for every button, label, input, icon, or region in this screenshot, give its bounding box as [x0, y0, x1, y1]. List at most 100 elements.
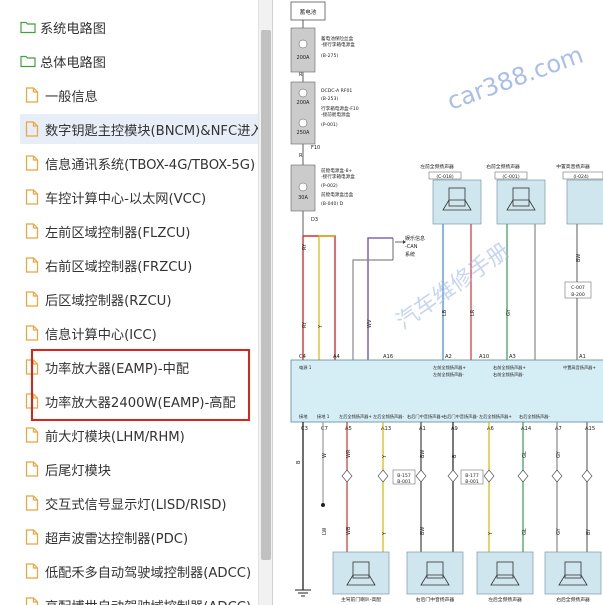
pin-label: A9: [451, 426, 458, 432]
fuse3-line1: 前舱电源盒-8+: [321, 167, 353, 174]
fuse3-line3: (P-002): [321, 183, 338, 189]
fuse-box-1: [290, 27, 316, 73]
sidebar-item[interactable]: 系统电路图: [20, 12, 106, 42]
fuse3-line4: 前舱电源盒出盒: [321, 191, 354, 198]
pin-label: A13: [381, 426, 391, 432]
pin-label: A5: [345, 426, 352, 432]
sidebar-item[interactable]: 一般信息: [25, 80, 98, 110]
connector-mid-3: B-177: [465, 473, 479, 479]
sidebar-item[interactable]: 高配博世自动驾驶域控制器(ADCC): [25, 590, 251, 605]
wire-color-label: Y: [382, 454, 388, 459]
sidebar-item[interactable]: 信息通讯系统(TBOX-4G/TBOX-5G): [25, 148, 255, 178]
sidebar-item-label: 交互式信号显示灯(LISD/RISD): [45, 497, 227, 513]
sidebar-item[interactable]: 右前区域控制器(FRZCU): [25, 250, 192, 280]
connector-mid-4: B-001: [465, 479, 479, 485]
sidebar-item[interactable]: 交互式信号显示灯(LISD/RISD): [25, 488, 227, 518]
sidebar-item-label: 左前区域控制器(FLZCU): [45, 225, 191, 241]
wire-color-label: B: [452, 454, 458, 458]
speaker-title: 右后门中音扬声器: [416, 596, 455, 603]
module-pin-text: 右后门中音扬声器+: [407, 413, 445, 420]
pin-label: A14: [521, 426, 532, 432]
module-pin-text: 接地 1: [317, 413, 330, 420]
pin-label: A15: [585, 426, 595, 432]
fuse3-line2: -接行李箱电源盒: [321, 173, 355, 180]
pin-label: A16: [383, 354, 393, 360]
speaker-right-front: 右前全频扬声器 (C-001): [486, 163, 546, 360]
sidebar-item-label: 功率放大器2400W(EAMP)-高配: [45, 395, 236, 411]
scrollbar-thumb[interactable]: [261, 30, 271, 560]
sidebar-item[interactable]: 总体电路图: [20, 46, 106, 76]
sidebar-item[interactable]: 低配禾多自动驾驶域控制器(ADCC): [25, 556, 251, 586]
sidebar-item[interactable]: 左前区域控制器(FLZCU): [25, 216, 190, 246]
watermark-text: car388.com: [443, 41, 586, 116]
pin-label: A2: [445, 354, 452, 360]
navigation-tree: 系统电路图总体电路图一般信息数字钥匙主控模块(BNCM)&NFC进入信息通讯系统…: [0, 0, 258, 605]
connector-box: [460, 469, 484, 485]
wire-color-label: BW: [420, 527, 426, 535]
sidebar-item-label: 车控计算中心-以太网(VCC): [45, 191, 207, 207]
wire-color-label: B: [296, 460, 302, 464]
speaker-title: 中置高音扬声器: [556, 163, 590, 170]
module-pin-text: 右前全频扬声器-: [493, 371, 524, 378]
wire-color-label: Y: [318, 324, 324, 329]
module-pin-text: 左后全频扬声器+: [339, 413, 372, 420]
sidebar-item[interactable]: 车控计算中心-以太网(VCC): [25, 182, 206, 212]
file-icon: [25, 393, 45, 409]
battery-label: 蓄电池: [300, 8, 317, 16]
sidebar-item[interactable]: 功率放大器(EAMP)-中配: [25, 352, 189, 382]
file-icon: [25, 223, 45, 239]
sidebar-item-label: 信息通讯系统(TBOX-4G/TBOX-5G): [45, 157, 256, 173]
file-icon: [25, 597, 45, 605]
wire-r-label: R: [299, 72, 303, 78]
module-pin-text: 左后全频扬声器-: [373, 413, 404, 420]
wire-color-label: BW: [420, 450, 426, 458]
sidebar-item[interactable]: 后区域控制器(RZCU): [25, 284, 171, 314]
speaker-bottom-2: 右后门中音扬声器: [406, 551, 464, 603]
pin-label: A3: [509, 354, 516, 360]
sidebar-item[interactable]: 前大灯模块(LHM/RHM): [25, 420, 185, 450]
sidebar-item[interactable]: 后尾灯模块: [25, 454, 111, 484]
speaker-title: 右后全频扬声器: [556, 596, 590, 603]
wire-color-label: WV: [367, 319, 373, 328]
file-icon: [25, 325, 45, 341]
module-pin-text: 左后全频扬声器+: [479, 413, 512, 420]
sidebar-item[interactable]: 信息计算中心(ICC): [25, 318, 157, 348]
sidebar-item-label: 功率放大器(EAMP)-中配: [45, 361, 190, 377]
speaker-title: 左前全频扬声器: [420, 163, 454, 170]
connector-box: [392, 469, 416, 485]
sidebar-item[interactable]: 超声波雷达控制器(PDC): [25, 522, 188, 552]
sidebar-item-label: 前大灯模块(LHM/RHM): [45, 429, 185, 445]
file-icon: [25, 291, 45, 307]
fuse1-line2: -接行李箱电源盒: [321, 41, 355, 48]
sidebar-item-label: 后区域控制器(RZCU): [45, 293, 172, 309]
pin-label: A6: [487, 426, 494, 432]
fuse1-line1: 蓄电池保险丝盒: [321, 35, 354, 42]
fuse3-line5: (B-040) D: [321, 201, 344, 207]
can-line3: 系统: [405, 251, 415, 258]
file-icon: [25, 359, 45, 375]
sidebar-scrollbar[interactable]: [258, 0, 272, 605]
file-icon: [25, 495, 45, 511]
dcdc-line3: 行李箱电源盒-F10: [321, 105, 359, 112]
sidebar-item-label: 一般信息: [45, 89, 98, 105]
sidebar-item[interactable]: 数字钥匙主控模块(BNCM)&NFC进入: [20, 114, 258, 144]
dcdc-line2: (B-253): [321, 96, 338, 102]
wire-color-label: LR: [470, 309, 476, 316]
pin-label: C7: [321, 426, 328, 432]
fuse-icon: [298, 39, 308, 49]
sidebar-item-label: 超声波雷达控制器(PDC): [45, 531, 189, 547]
module-pin-text: 接地: [299, 413, 308, 420]
sidebar-item-label: 右前区域控制器(FRZCU): [45, 259, 193, 275]
pin-label: A4: [333, 354, 341, 360]
fuse4-rating: 30A: [298, 195, 308, 201]
wire-color-label: WB: [346, 526, 352, 535]
sidebar-item[interactable]: 功率放大器2400W(EAMP)-高配: [25, 386, 236, 416]
wiring-diagram-pane[interactable]: 蓄电池 200A 蓄电池保险丝盒 -接行李箱电源盒 (B-275) R 200A…: [272, 0, 603, 605]
ground-symbol: [295, 589, 311, 597]
wire-color-label: GY: [556, 450, 562, 458]
module-pin-text: 右后门中音扬声器-: [443, 413, 479, 420]
fuse-icon: [298, 118, 308, 128]
module-pin-text: 电源 1: [299, 364, 312, 371]
sidebar-item-label: 高配博世自动驾驶域控制器(ADCC): [45, 596, 251, 605]
sidebar-item-label: 后尾灯模块: [45, 463, 111, 479]
